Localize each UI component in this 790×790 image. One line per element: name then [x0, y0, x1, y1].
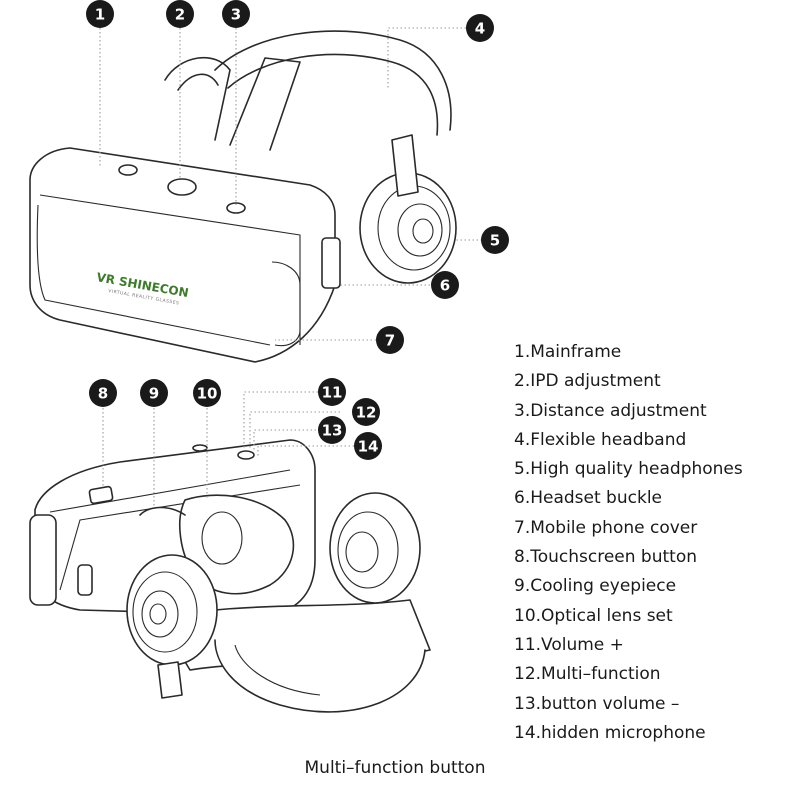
legend-item: 11.Volume + [514, 634, 624, 655]
callout-badge-3: 3 [222, 0, 250, 28]
legend-item: 8.Touchscreen button [514, 547, 697, 568]
parts-legend: 1.Mainframe 2.IPD adjustment 3.Distance … [514, 338, 743, 748]
legend-item: 2.IPD adjustment [514, 371, 661, 392]
callout-badge-10: 10 [193, 379, 221, 407]
svg-text:13: 13 [322, 422, 343, 440]
svg-text:12: 12 [356, 404, 377, 422]
svg-text:7: 7 [385, 332, 395, 350]
callout-badge-9: 9 [140, 379, 168, 407]
svg-text:3: 3 [231, 6, 241, 24]
svg-text:4: 4 [475, 20, 485, 38]
caption: Multi–function button [304, 758, 486, 778]
callout-badge-6: 6 [431, 271, 459, 299]
legend-item: 9.Cooling eyepiece [514, 576, 677, 597]
svg-text:10: 10 [197, 385, 218, 403]
legend-item: 10.Optical lens set [514, 605, 673, 626]
legend-item: 13.button volume – [514, 693, 680, 714]
callout-badge-7: 7 [376, 326, 404, 354]
svg-text:2: 2 [175, 6, 185, 24]
callout-badge-2: 2 [166, 0, 194, 28]
callout-badge-13: 13 [318, 416, 346, 444]
callout-badge-5: 5 [481, 226, 509, 254]
callout-badge-4: 4 [466, 14, 494, 42]
legend-item: 6.Headset buckle [514, 488, 662, 509]
headset-back-illustration [29, 439, 431, 713]
svg-text:6: 6 [440, 277, 450, 295]
legend-item: 1.Mainframe [514, 342, 622, 362]
callout-badge-12: 12 [352, 398, 380, 426]
svg-text:14: 14 [358, 438, 379, 456]
legend-item: 3.Distance adjustment [514, 400, 707, 421]
callout-badge-1: 1 [86, 0, 114, 28]
callout-badge-8: 8 [89, 379, 117, 407]
svg-text:9: 9 [149, 385, 159, 403]
legend-item: 7.Mobile phone cover [514, 517, 698, 538]
legend-item: 5.High quality headphones [514, 459, 743, 480]
legend-item: 12.Multi–function [514, 664, 661, 685]
svg-text:1: 1 [95, 6, 105, 24]
svg-text:11: 11 [322, 384, 343, 402]
headset-front-illustration: VR SHINECON VIRTUAL REALITY GLASSES [29, 30, 457, 363]
callout-badge-14: 14 [354, 432, 382, 460]
svg-text:5: 5 [490, 232, 500, 250]
legend-item: 14.hidden microphone [514, 722, 706, 743]
svg-text:8: 8 [98, 385, 108, 403]
legend-item: 4.Flexible headband [514, 429, 687, 450]
callout-badge-11: 11 [318, 378, 346, 406]
